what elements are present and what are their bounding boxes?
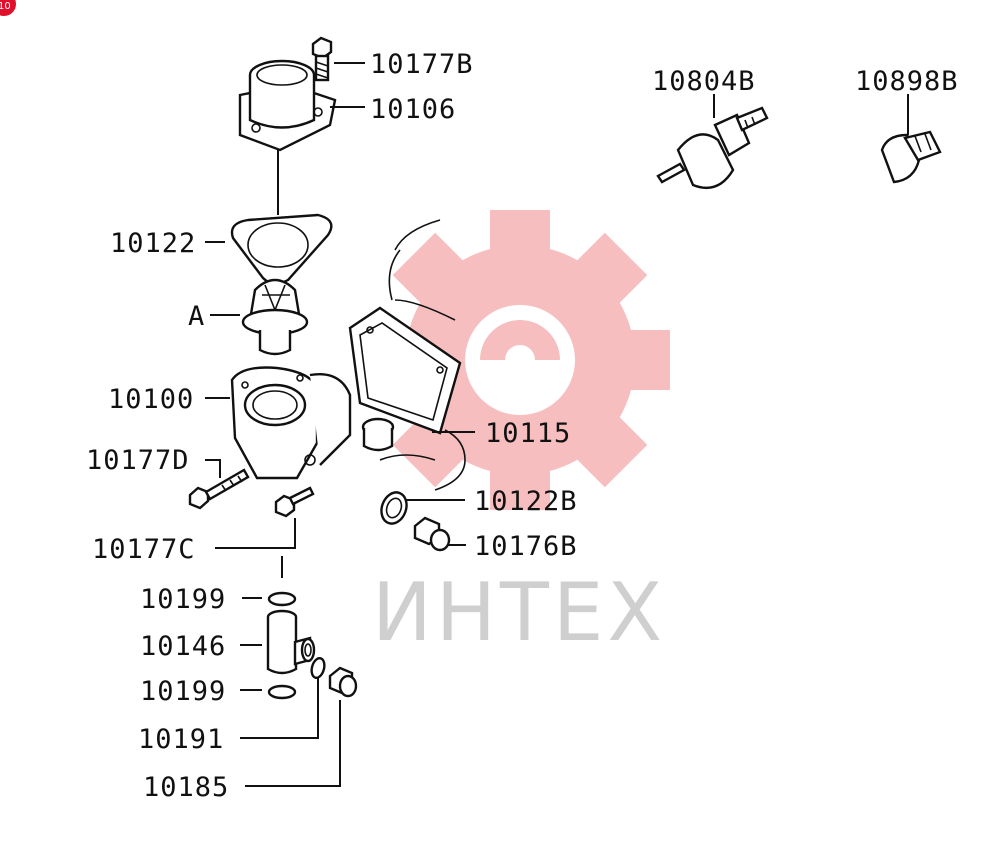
watermark-gear-icon <box>370 210 670 510</box>
corner-badge-text: 10 <box>0 1 11 12</box>
watermark-text: ИНТЕХ <box>372 566 666 659</box>
label-10122B: 10122B <box>474 486 578 517</box>
o-ring-10199-top <box>267 591 297 607</box>
label-10199-top: 10199 <box>140 584 226 615</box>
label-10191: 10191 <box>138 724 224 755</box>
washer-10191 <box>310 657 326 679</box>
tee-fitting-10146 <box>266 609 316 675</box>
label-10177C: 10177C <box>92 534 196 565</box>
thermostat-housing-10100 <box>230 366 352 480</box>
engine-block-outline <box>379 219 466 491</box>
bolt-10177C <box>274 486 315 518</box>
o-ring-10199-bottom <box>267 684 297 700</box>
plug-10176B <box>413 516 451 552</box>
washer-10122B <box>380 491 408 525</box>
label-10199-bottom: 10199 <box>140 676 226 707</box>
label-10115: 10115 <box>485 418 571 449</box>
label-A: A <box>188 301 205 332</box>
label-10176B: 10176B <box>474 531 578 562</box>
plug-10898B <box>880 130 942 184</box>
label-10106: 10106 <box>370 94 456 125</box>
label-10898B: 10898B <box>855 66 959 97</box>
bolt-10177B <box>311 36 333 82</box>
sensor-10804B <box>656 106 769 190</box>
gasket-10122 <box>230 213 333 285</box>
thermostat-cover-10106 <box>238 59 337 152</box>
flange-10115 <box>348 306 462 452</box>
label-10146: 10146 <box>140 631 226 662</box>
label-10185: 10185 <box>143 772 229 803</box>
thermostat-A <box>241 278 309 356</box>
plug-10185 <box>328 666 358 698</box>
label-10100: 10100 <box>108 384 194 415</box>
label-10177D: 10177D <box>86 445 190 476</box>
corner-badge: 10 <box>0 0 16 16</box>
label-10804B: 10804B <box>652 66 756 97</box>
bolt-10177D <box>188 468 250 510</box>
label-10122: 10122 <box>110 228 196 259</box>
label-10177B: 10177B <box>370 49 474 80</box>
